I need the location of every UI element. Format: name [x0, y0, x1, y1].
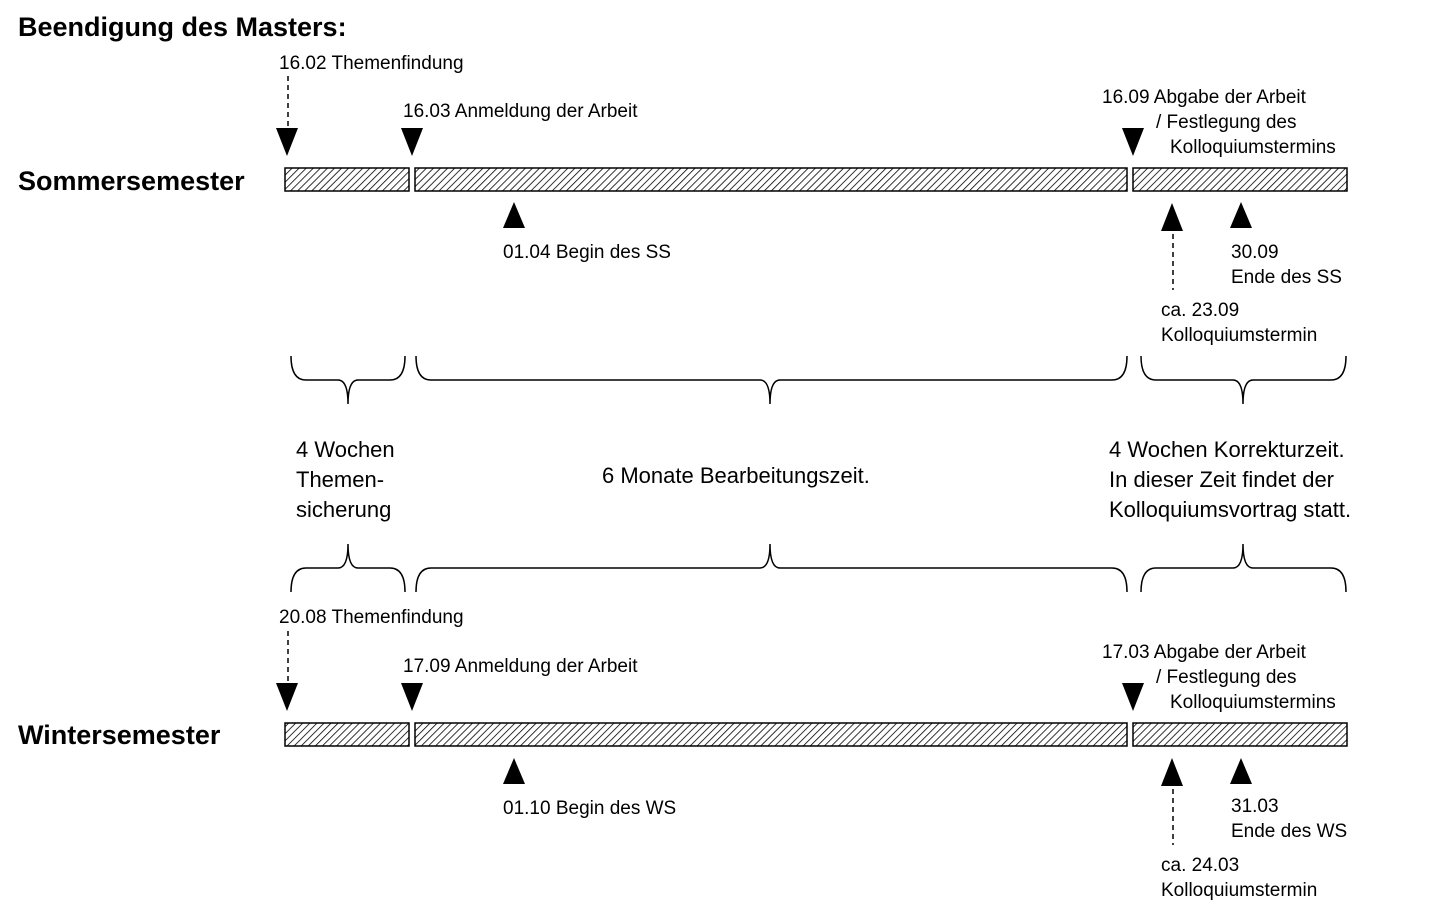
winter-bar-themensicherung — [284, 722, 410, 747]
summer-ende-date: 30.09 — [1231, 242, 1279, 263]
winter-abgabe-label: 17.03 Abgabe der Arbeit / Festlegung des… — [1102, 642, 1336, 713]
winter-kolloquium-label: ca. 24.03 Kolloquiumstermin — [1161, 855, 1317, 901]
winter-row-label: Wintersemester — [18, 720, 221, 750]
winter-bar-bearbeitung — [414, 722, 1128, 747]
bottom-braces — [290, 543, 1347, 593]
summer-themenfindung-arrow — [276, 128, 298, 156]
top-braces — [290, 355, 1347, 405]
summer-row-label: Sommersemester — [18, 166, 245, 196]
phase-korrektur-text: 4 Wochen Korrekturzeit. In dieser Zeit f… — [1109, 437, 1351, 522]
summer-abgabe-line-2: / Festlegung des — [1156, 112, 1296, 133]
summer-bar-korrektur — [1132, 167, 1348, 192]
summer-abgabe-line-3: Kolloquiumstermins — [1170, 137, 1336, 158]
summer-bar-bearbeitung — [414, 167, 1128, 192]
phase-themensicherung-line-1: 4 Wochen — [296, 437, 395, 462]
summer-kolloquium-date: ca. 23.09 — [1161, 300, 1239, 321]
top-brace-bearbeitung — [415, 355, 1128, 405]
summer-ende-text: Ende des SS — [1231, 267, 1342, 288]
winter-beginn-arrow — [503, 758, 525, 784]
winter-ende-date: 31.03 — [1231, 796, 1279, 817]
phase-korrektur-line-2: In dieser Zeit findet der — [1109, 467, 1334, 492]
winter-themenfindung-label: 20.08 Themenfindung — [279, 607, 464, 628]
summer-kolloquium-text: Kolloquiumstermin — [1161, 325, 1317, 346]
summer-ende-arrow — [1230, 202, 1252, 228]
summer-ende-label: 30.09 Ende des SS — [1231, 242, 1342, 288]
summer-abgabe-arrow — [1122, 128, 1144, 156]
summer-abgabe-line-1: 16.09 Abgabe der Arbeit — [1102, 87, 1307, 108]
summer-bar-themensicherung — [284, 167, 410, 192]
winter-kolloquium-text: Kolloquiumstermin — [1161, 880, 1317, 901]
winter-anmeldung-label: 17.09 Anmeldung der Arbeit — [403, 656, 638, 677]
summer-anmeldung-arrow — [401, 128, 423, 156]
winter-ende-arrow — [1230, 758, 1252, 784]
summer-anmeldung-label: 16.03 Anmeldung der Arbeit — [403, 101, 638, 122]
winter-beginn-label: 01.10 Begin des WS — [503, 798, 676, 819]
phase-korrektur-line-1: 4 Wochen Korrekturzeit. — [1109, 437, 1345, 462]
winter-abgabe-arrow — [1122, 683, 1144, 711]
winter-abgabe-line-3: Kolloquiumstermins — [1170, 692, 1336, 713]
summer-themenfindung-label: 16.02 Themenfindung — [279, 53, 464, 74]
phase-themensicherung-line-2: Themen- — [296, 467, 384, 492]
winter-themenfindung-arrow — [276, 683, 298, 711]
winter-kolloquium-date: ca. 24.03 — [1161, 855, 1239, 876]
phase-themensicherung-text: 4 Wochen Themen- sicherung — [296, 437, 401, 522]
winter-abgabe-line-2: / Festlegung des — [1156, 667, 1296, 688]
winter-anmeldung-arrow — [401, 683, 423, 711]
winter-abgabe-line-1: 17.03 Abgabe der Arbeit — [1102, 642, 1307, 663]
bottom-brace-bearbeitung — [415, 543, 1128, 593]
phase-korrektur-line-3: Kolloquiumsvortrag statt. — [1109, 497, 1351, 522]
winter-timeline: Wintersemester 20.08 Themenfindung 17.09… — [18, 607, 1348, 901]
summer-kolloquium-arrow — [1161, 203, 1183, 231]
diagram-title: Beendigung des Masters: — [18, 12, 347, 42]
top-brace-themensicherung — [290, 355, 406, 405]
winter-bar-korrektur — [1132, 722, 1348, 747]
summer-timeline: Sommersemester 16.02 Themenfindung 16.03… — [18, 53, 1348, 346]
summer-kolloquium-label: ca. 23.09 Kolloquiumstermin — [1161, 300, 1317, 346]
winter-kolloquium-arrow — [1161, 758, 1183, 786]
bottom-brace-themensicherung — [290, 543, 406, 593]
winter-ende-text: Ende des WS — [1231, 821, 1347, 842]
top-brace-korrektur — [1140, 355, 1347, 405]
summer-beginn-arrow — [503, 202, 525, 228]
bottom-brace-korrektur — [1140, 543, 1347, 593]
phase-themensicherung-line-3: sicherung — [296, 497, 391, 522]
winter-ende-label: 31.03 Ende des WS — [1231, 796, 1347, 842]
summer-abgabe-label: 16.09 Abgabe der Arbeit / Festlegung des… — [1102, 87, 1336, 158]
summer-beginn-label: 01.04 Begin des SS — [503, 242, 671, 263]
phase-bearbeitung-text: 6 Monate Bearbeitungszeit. — [602, 463, 870, 488]
